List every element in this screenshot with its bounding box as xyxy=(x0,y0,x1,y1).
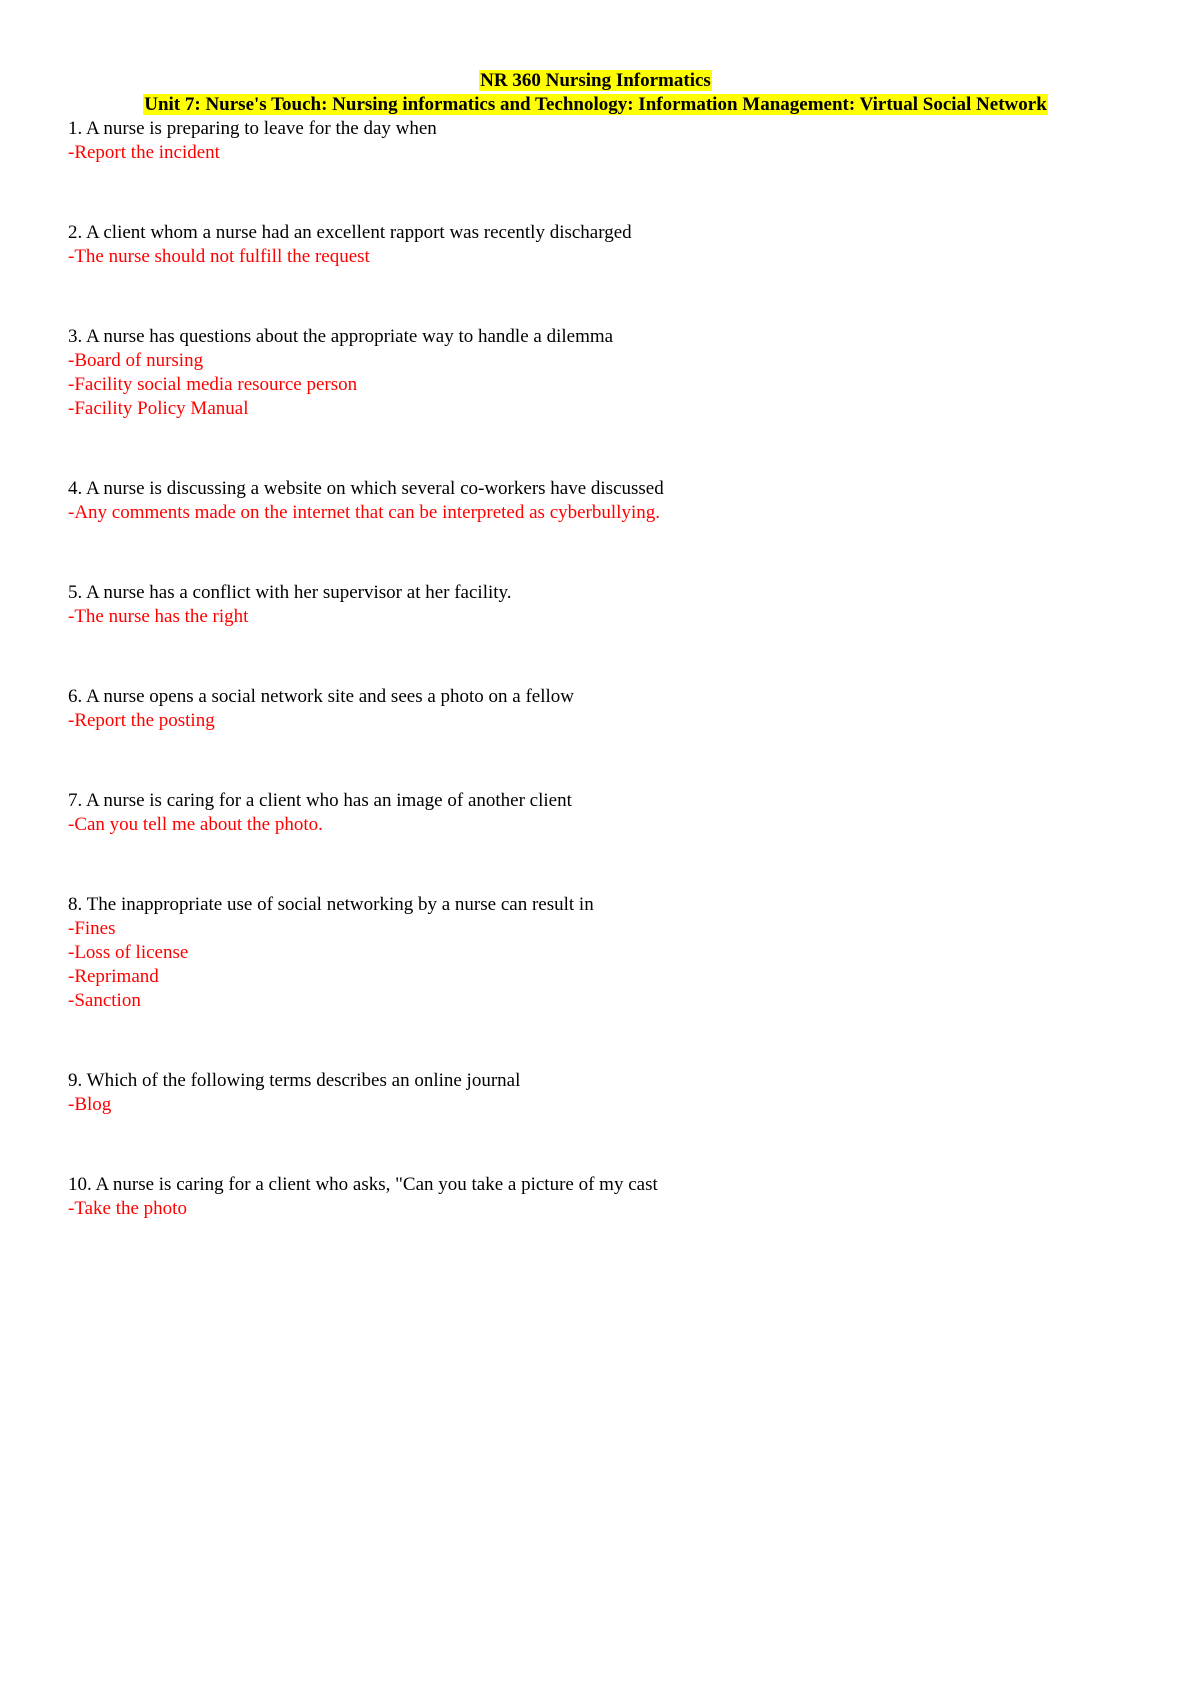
question-item: 8. The inappropriate use of social netwo… xyxy=(68,893,1128,1013)
answer-text: -Facility social media resource person xyxy=(68,374,358,395)
unit-title: Unit 7: Nurse's Touch: Nursing informati… xyxy=(143,94,1048,115)
answer-text: -Report the posting xyxy=(68,710,215,731)
answer-text: -Sanction xyxy=(68,990,141,1011)
question-item: 2. A client whom a nurse had an excellen… xyxy=(68,221,1128,269)
question-item: 4. A nurse is discussing a website on wh… xyxy=(68,477,1128,525)
document-header: NR 360 Nursing Informatics Unit 7: Nurse… xyxy=(0,69,1191,117)
unit-title-line: Unit 7: Nurse's Touch: Nursing informati… xyxy=(0,93,1191,117)
answer-text: -Can you tell me about the photo. xyxy=(68,814,323,835)
course-title-line: NR 360 Nursing Informatics xyxy=(0,69,1191,93)
question-text: 10. A nurse is caring for a client who a… xyxy=(68,1174,658,1195)
question-text: 6. A nurse opens a social network site a… xyxy=(68,686,575,707)
answer-text: -The nurse should not fulfill the reques… xyxy=(68,246,370,267)
question-item: 3. A nurse has questions about the appro… xyxy=(68,325,1128,421)
course-title: NR 360 Nursing Informatics xyxy=(479,70,712,91)
answer-text: -Take the photo xyxy=(68,1198,187,1219)
question-text: 9. Which of the following terms describe… xyxy=(68,1070,521,1091)
question-text: 4. A nurse is discussing a website on wh… xyxy=(68,478,664,499)
question-text: 7. A nurse is caring for a client who ha… xyxy=(68,790,572,811)
answer-text: -Facility Policy Manual xyxy=(68,398,249,419)
answer-text: -Blog xyxy=(68,1094,112,1115)
question-list: 1. A nurse is preparing to leave for the… xyxy=(68,117,1128,1221)
question-item: 10. A nurse is caring for a client who a… xyxy=(68,1173,1128,1221)
question-item: 6. A nurse opens a social network site a… xyxy=(68,685,1128,733)
question-text: 2. A client whom a nurse had an excellen… xyxy=(68,222,632,243)
question-item: 7. A nurse is caring for a client who ha… xyxy=(68,789,1128,837)
question-item: 9. Which of the following terms describe… xyxy=(68,1069,1128,1117)
question-text: 3. A nurse has questions about the appro… xyxy=(68,326,614,347)
answer-text: -The nurse has the right xyxy=(68,606,249,627)
answer-text: -Reprimand xyxy=(68,966,159,987)
question-text: 8. The inappropriate use of social netwo… xyxy=(68,894,594,915)
answer-text: -Fines xyxy=(68,918,116,939)
question-text: 1. A nurse is preparing to leave for the… xyxy=(68,118,437,139)
answer-text: -Board of nursing xyxy=(68,350,204,371)
answer-text: -Loss of license xyxy=(68,942,189,963)
question-text: 5. A nurse has a conflict with her super… xyxy=(68,582,512,603)
answer-text: -Any comments made on the internet that … xyxy=(68,502,660,523)
answer-text: -Report the incident xyxy=(68,142,220,163)
question-item: 5. A nurse has a conflict with her super… xyxy=(68,581,1128,629)
question-item: 1. A nurse is preparing to leave for the… xyxy=(68,117,1128,165)
